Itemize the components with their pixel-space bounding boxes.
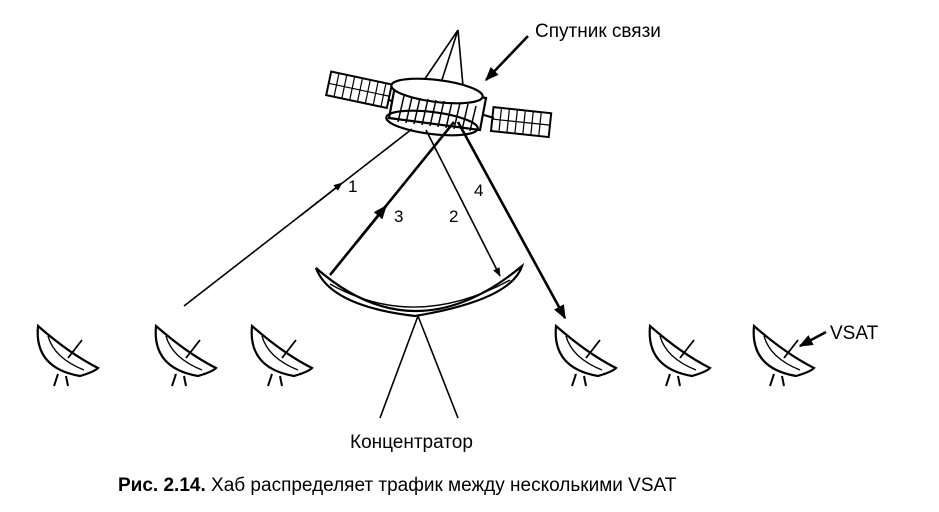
hub-label: Концентратор [350,432,473,453]
hub-dish-icon [314,262,525,419]
link-2-number: 2 [449,207,458,226]
link-4-number: 4 [474,181,483,200]
vsat-label: VSAT [830,323,879,344]
vsat-dish-icon [154,324,218,388]
link-3-arrow [354,204,388,244]
figure-caption-text: Хаб распределяет трафик между нескольким… [206,475,677,496]
vsat-pointer-arrow [798,330,827,348]
vsat-dish-icon [648,324,712,388]
satellite-pointer-arrow [485,35,529,82]
vsat-dish-icon [752,324,816,388]
satellite-icon [325,29,553,139]
link-3-line [328,121,456,276]
vsat-dish-icon [250,324,314,388]
link-3-number: 3 [394,207,403,226]
satellite-label: Спутник связи [535,21,661,42]
vsat-dish-icon [554,324,618,388]
figure-caption-prefix: Рис. 2.14. [118,475,206,496]
link-2-line [425,129,501,277]
vsat-dish-icon [36,324,100,388]
link-4-line [456,121,567,320]
figure-caption: Рис. 2.14. Хаб распределяет трафик между… [118,475,677,496]
link-1-arrow [299,182,343,217]
link-1-line [183,128,413,307]
link-1-number: 1 [348,177,357,196]
